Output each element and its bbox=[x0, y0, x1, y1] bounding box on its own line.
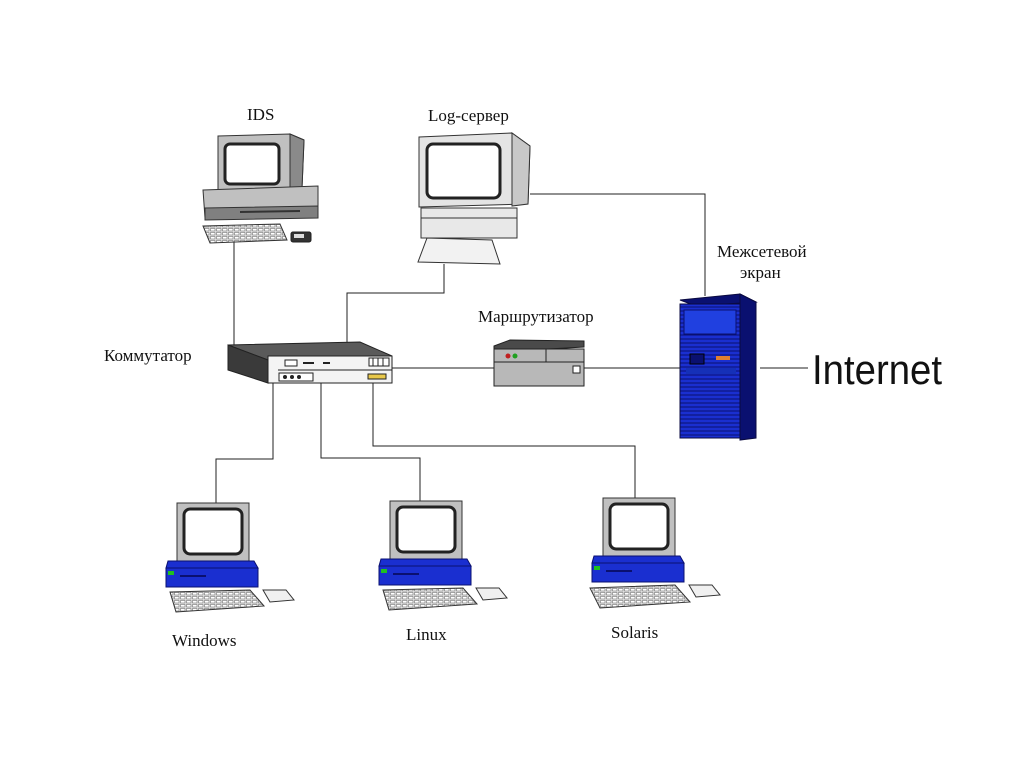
workstation-icon bbox=[165, 502, 295, 613]
wire-log-firewall bbox=[530, 193, 706, 296]
keyboard-icon bbox=[589, 584, 692, 609]
wire-switch-windows bbox=[215, 382, 274, 503]
keyboard-icon bbox=[202, 223, 288, 244]
switch-icon bbox=[227, 341, 393, 384]
connection-lines bbox=[215, 193, 808, 503]
server-tower-icon bbox=[679, 293, 758, 441]
wire-log-switch bbox=[346, 264, 445, 346]
ids-computer bbox=[202, 133, 319, 244]
label-switch: Коммутатор bbox=[104, 346, 192, 365]
keyboard-icon bbox=[382, 587, 479, 611]
label-ids: IDS bbox=[247, 105, 274, 124]
keyboard-icon bbox=[417, 237, 501, 265]
router-icon bbox=[493, 339, 585, 387]
workstation-icon bbox=[378, 500, 508, 611]
label-windows: Windows bbox=[172, 631, 236, 650]
mouse-icon bbox=[262, 589, 295, 603]
mouse-icon bbox=[688, 584, 721, 598]
label-solaris: Solaris bbox=[611, 623, 658, 642]
mouse-icon bbox=[475, 587, 508, 601]
label-router: Маршрутизатор bbox=[478, 307, 594, 326]
wire-switch-linux bbox=[320, 382, 421, 501]
wire-switch-solaris bbox=[372, 382, 636, 498]
label-firewall-line1: Межсетевой bbox=[717, 242, 807, 261]
label-log-server: Log-сервер bbox=[428, 106, 509, 125]
log-server-computer bbox=[417, 132, 531, 265]
label-internet: Internet bbox=[812, 346, 942, 393]
label-firewall-line2: экран bbox=[740, 263, 781, 282]
workstation-icon bbox=[589, 497, 721, 609]
keyboard-icon bbox=[169, 589, 266, 613]
label-linux: Linux bbox=[406, 625, 447, 644]
